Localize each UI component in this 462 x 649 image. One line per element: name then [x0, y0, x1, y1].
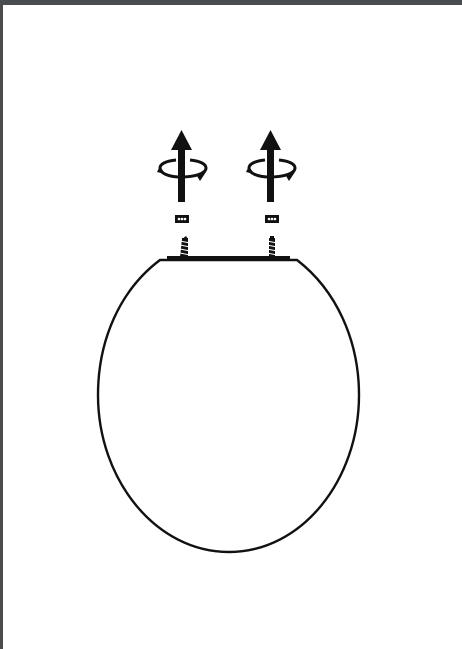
- screw-bolt-icon: [180, 236, 190, 258]
- toilet-seat-lid-icon: [98, 256, 359, 552]
- arrow-up-icon: [260, 130, 281, 202]
- nut-icon: [265, 215, 279, 223]
- right-hardware-assembly: [246, 130, 295, 258]
- nut-icon: [175, 215, 189, 223]
- screw-bolt-icon: [267, 236, 277, 258]
- hinge-bar: [167, 256, 290, 261]
- left-hardware-assembly: [157, 130, 206, 258]
- arrow-up-icon: [171, 130, 192, 202]
